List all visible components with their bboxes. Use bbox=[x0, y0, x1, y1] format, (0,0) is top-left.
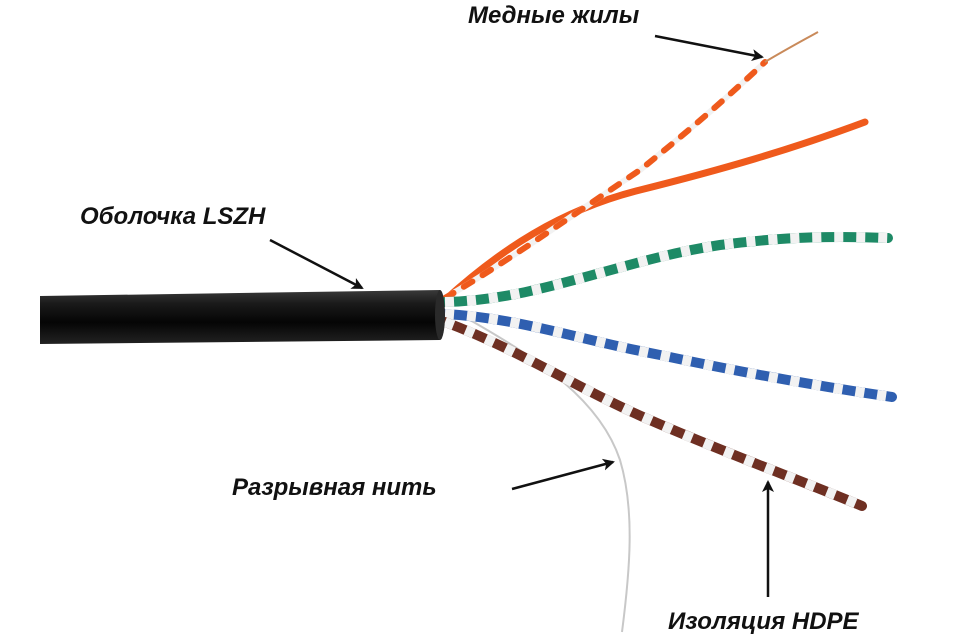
arrow-icon bbox=[654, 34, 764, 61]
label-copper-cores: Медные жилы bbox=[468, 2, 640, 29]
label-insulation: Изоляция HDPE bbox=[668, 608, 859, 635]
label-ripcord: Разрывная нить bbox=[232, 474, 437, 501]
jacket-end bbox=[435, 290, 445, 340]
arrow-icon bbox=[269, 238, 364, 290]
cable-jacket bbox=[40, 290, 440, 344]
label-jacket: Оболочка LSZH bbox=[80, 203, 266, 230]
arrow-icon bbox=[511, 458, 615, 491]
orange-wire bbox=[441, 118, 869, 304]
copper-core bbox=[764, 31, 819, 63]
